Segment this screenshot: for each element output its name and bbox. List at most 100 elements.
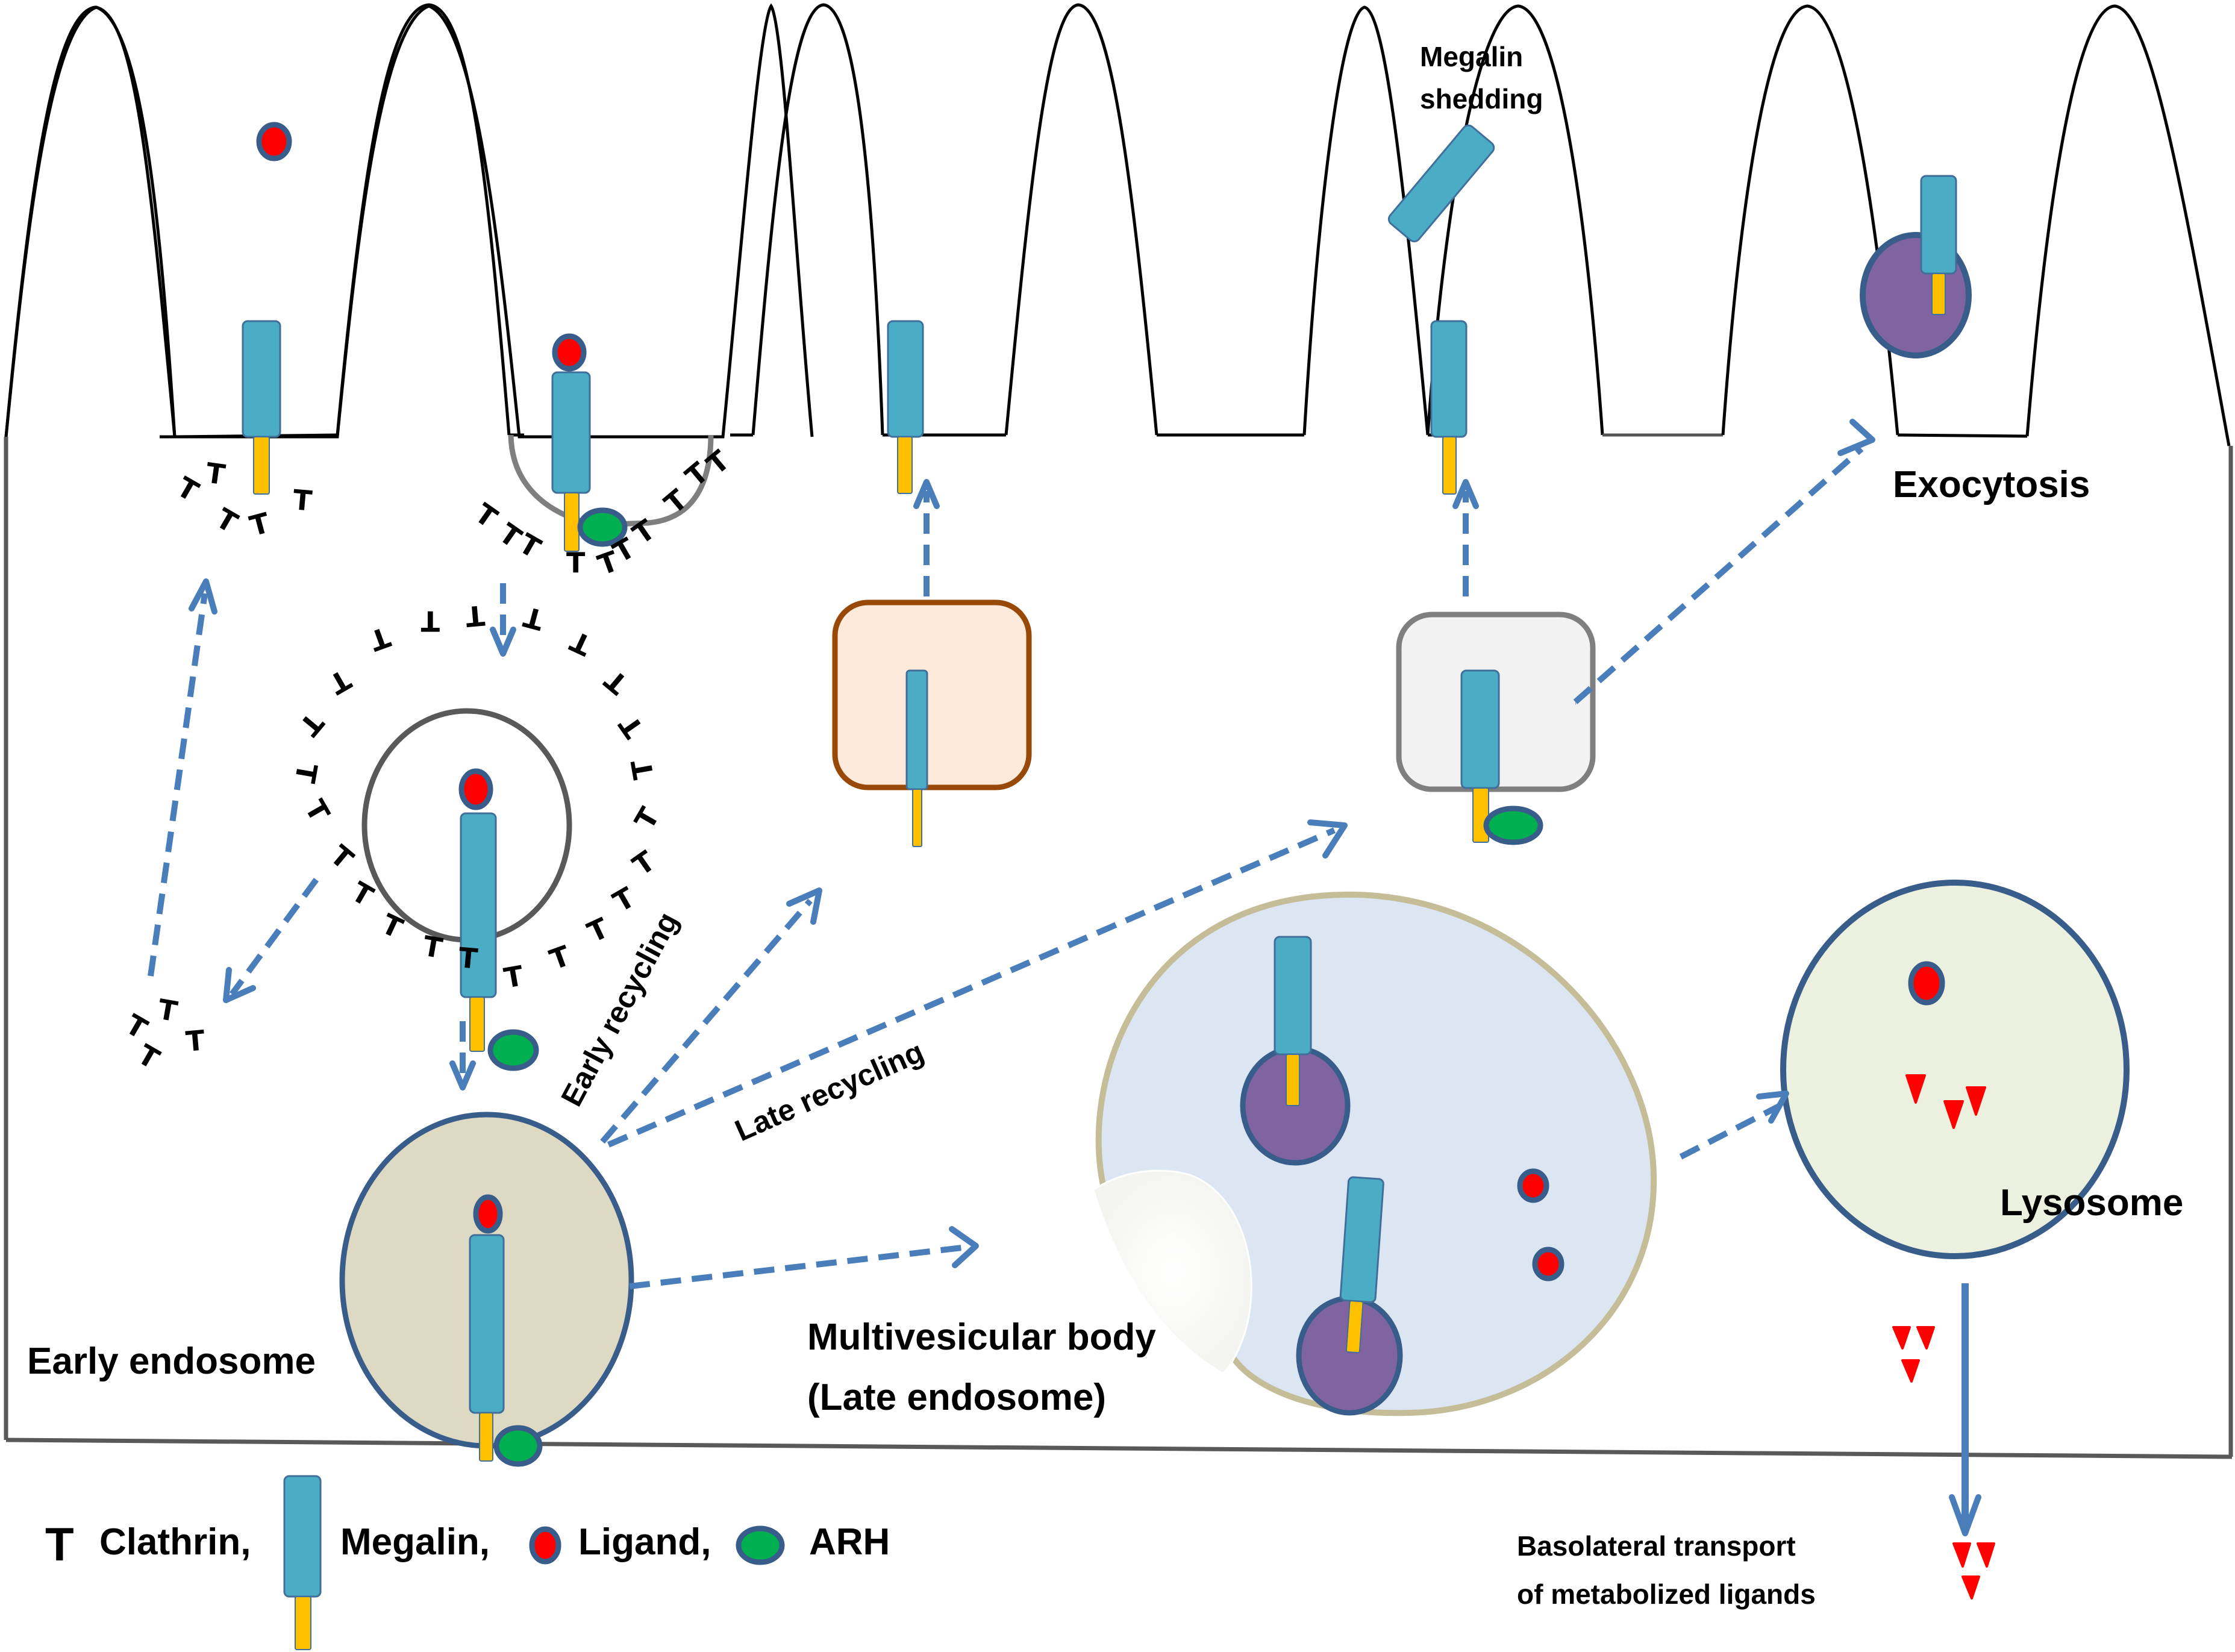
degraded-ligand-fragment <box>1905 1074 1926 1104</box>
legend-megalin-swatch <box>283 1475 322 1598</box>
legend-megalin-label: Megalin, <box>340 1521 490 1563</box>
lysosome-membrane <box>1780 880 2130 1259</box>
coated-pit <box>508 333 714 552</box>
arrowhead <box>490 627 516 657</box>
exocytosed-vesicle <box>1860 175 1972 358</box>
clathrin: T <box>658 483 693 520</box>
lysosome-label: Lysosome <box>2000 1182 2183 1224</box>
megalin-cytoplasmic-tail <box>253 436 270 495</box>
early-endosome-label: Early endosome <box>27 1341 316 1382</box>
megalin-cytoplasmic-tail <box>479 1412 493 1462</box>
clathrin: T <box>211 502 244 540</box>
exocytosis-label: Exocytosis <box>1893 464 2090 505</box>
legend-arh-label: ARH <box>809 1521 890 1563</box>
arrow-to-mvb <box>629 1244 967 1289</box>
megalin-cytoplasmic-tail <box>1931 273 1946 315</box>
clathrin: T <box>292 483 314 518</box>
mvb-fusion-region <box>1092 1169 1252 1375</box>
clathrin: T <box>627 513 661 551</box>
arh-adaptor <box>1483 806 1543 845</box>
megalin-extracellular <box>469 1234 505 1414</box>
clathrin: T <box>608 881 641 919</box>
early-recycling-label: Early recycling <box>554 907 684 1112</box>
arh-adaptor <box>487 1029 539 1071</box>
clathrin: T <box>625 757 660 782</box>
megalin-cytoplasmic-tail <box>1472 787 1489 843</box>
clathrin: T <box>545 939 575 977</box>
megalin-cytoplasmic-tail <box>564 492 580 552</box>
microvillus-2 <box>336 3 511 436</box>
clathrin: T <box>184 1024 207 1058</box>
megalin-shedding-label-2: shedding <box>1420 83 1543 114</box>
legend-megalin-tail <box>295 1596 311 1650</box>
arrow-to-lysosome <box>1679 1103 1782 1160</box>
ligand <box>1532 1247 1564 1281</box>
clathrin: T <box>298 795 336 828</box>
mvb-label-2: (Late endosome) <box>807 1377 1106 1418</box>
metabolized-ligand-fragments <box>1892 1326 1995 1600</box>
megalin-receptor-pit3 <box>887 320 924 494</box>
legend: T Clathrin, Megalin, Ligand, ARH <box>45 1475 890 1650</box>
clathrin: T <box>520 600 547 636</box>
multivesicular-body <box>1092 891 1657 1416</box>
microvillus-4 <box>1004 3 1158 436</box>
clathrin: T <box>204 456 227 491</box>
cell-basal-edge <box>5 1438 2233 1459</box>
degraded-ligand-fragment <box>1892 1326 1911 1350</box>
trafficking-arrows <box>148 419 1981 1536</box>
clathrin: T <box>565 625 596 662</box>
late-recycling-vesicle <box>1396 612 1596 845</box>
clathrin: T <box>583 912 614 949</box>
arrowhead <box>1837 419 1875 456</box>
basolateral-label-1: Basolateral transport <box>1517 1530 1796 1562</box>
legend-arh-swatch <box>736 1525 785 1565</box>
clathrin: T <box>365 621 395 658</box>
degraded-ligand-fragment <box>1916 1326 1935 1350</box>
ligand <box>1517 1168 1549 1203</box>
legend-clathrin-label: Clathrin, <box>99 1521 251 1563</box>
clathrin: T <box>457 941 480 975</box>
arrowhead <box>223 967 256 1003</box>
megalin-receptor-pit4 <box>1430 320 1468 495</box>
arrowhead <box>449 1060 476 1090</box>
legend-ligand-swatch <box>529 1526 561 1565</box>
legend-ligand-label: Ligand, <box>578 1521 711 1563</box>
megalin-extracellular <box>1460 669 1500 789</box>
clathrin-coated-vesicle <box>361 708 572 1071</box>
arrowhead <box>1756 1090 1789 1124</box>
pit-floor-b <box>1897 433 2028 438</box>
apical-microvilli-membrane <box>4 3 814 439</box>
ligand <box>552 333 587 372</box>
early-endosome <box>339 1112 634 1467</box>
shed-megalin-ectodomain <box>1387 124 1495 243</box>
clathrin: T <box>377 907 408 945</box>
clathrin: T <box>464 599 486 633</box>
megalin-extracellular <box>887 320 924 438</box>
ligand <box>256 122 292 161</box>
clathrin: T <box>420 605 440 637</box>
degraded-ligand-fragment <box>1977 1542 1995 1568</box>
lysosome <box>1780 880 2130 1259</box>
ligand <box>473 1194 503 1234</box>
arrow-to-exocytosis <box>1573 446 1864 704</box>
clathrin: T <box>469 497 504 535</box>
clathrin: T <box>612 709 650 743</box>
microvillus-1 <box>4 5 177 437</box>
megalin-extracellular <box>1430 320 1468 438</box>
microvillus-c <box>2025 4 2231 446</box>
megalin-cytoplasmic-tail <box>1286 1054 1300 1106</box>
clathrin: T <box>155 993 180 1028</box>
arrowhead <box>1949 1494 1981 1536</box>
microvillus-b <box>1721 4 1899 436</box>
megalin-cytoplasmic-tail <box>912 789 922 847</box>
arrowhead <box>786 887 822 925</box>
megalin-cytoplasmic-tail <box>897 436 913 494</box>
arrowhead <box>1452 479 1479 509</box>
clathrin: T <box>502 959 527 995</box>
clathrin: T <box>420 930 445 965</box>
degraded-ligand-fragment <box>1901 1359 1920 1383</box>
clathrin: T <box>289 761 324 786</box>
microvilli <box>4 3 1464 439</box>
degraded-ligand-fragment <box>1943 1100 1964 1129</box>
megalin-extracellular <box>1920 175 1957 275</box>
